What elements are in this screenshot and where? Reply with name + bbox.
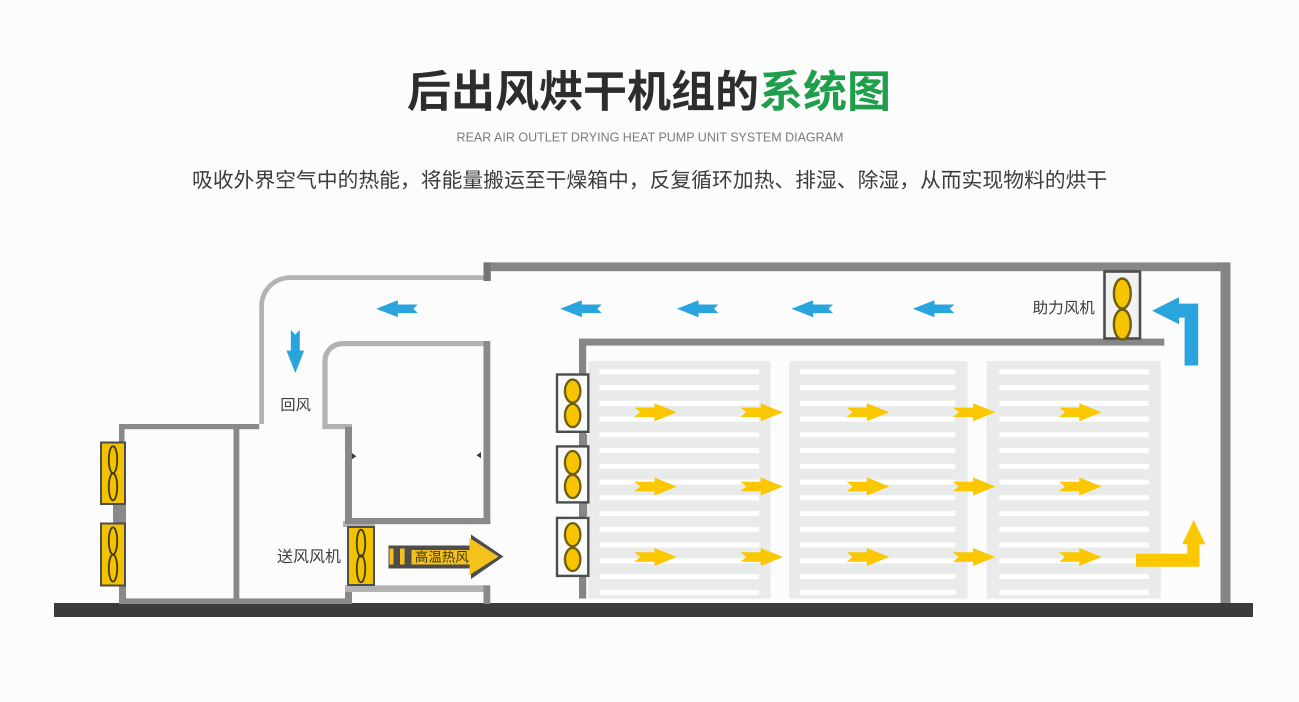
svg-text:REAR AIR OUTLET DRYING HEAT PU: REAR AIR OUTLET DRYING HEAT PUMP UNIT SY…: [457, 131, 844, 145]
